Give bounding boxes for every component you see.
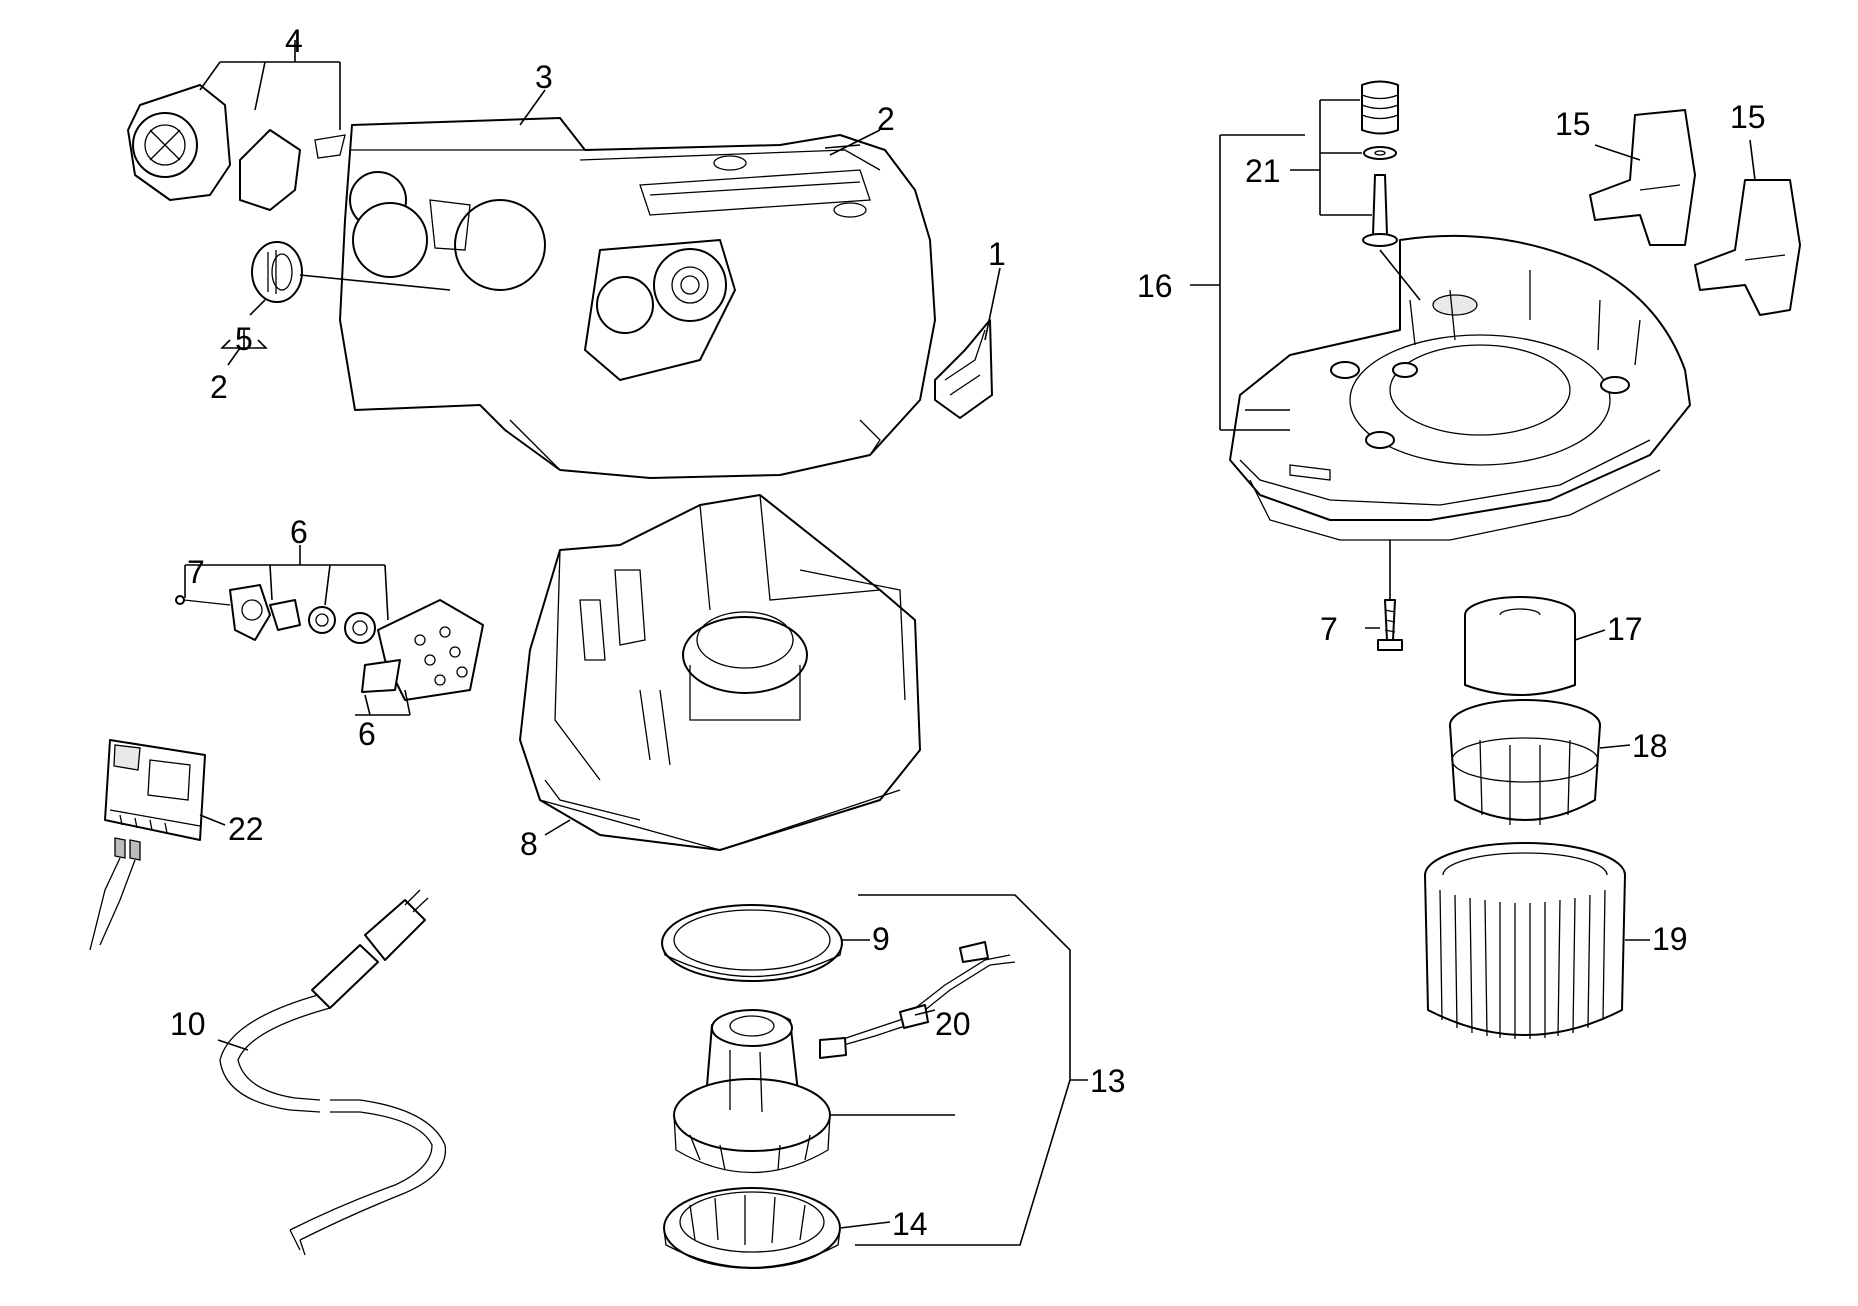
screw-part <box>1377 599 1403 651</box>
clip-part-left <box>1589 109 1696 246</box>
callout-21: 21 <box>1245 153 1281 189</box>
float-valve-part <box>1361 80 1399 247</box>
leader-lines <box>184 40 1756 1246</box>
callout-7-right: 7 <box>1320 611 1338 647</box>
callout-7-left: 7 <box>187 554 205 590</box>
foam-filter-part <box>1464 596 1576 696</box>
callout-8: 8 <box>520 826 538 862</box>
knob-part <box>251 241 303 303</box>
callout-4: 4 <box>285 23 303 59</box>
callout-6-top: 6 <box>290 514 308 550</box>
clip-part-right <box>1694 179 1801 316</box>
callout-14: 14 <box>892 1206 928 1242</box>
latch-part <box>934 319 993 419</box>
motor-part <box>673 1009 831 1174</box>
circuit-board-part <box>89 739 206 951</box>
callout-16: 16 <box>1137 268 1173 304</box>
callout-9: 9 <box>872 921 890 957</box>
callout-15-left: 15 <box>1555 106 1591 142</box>
callout-6-bottom: 6 <box>358 716 376 752</box>
callout-13: 13 <box>1090 1063 1126 1099</box>
callout-10: 10 <box>170 1006 206 1042</box>
top-housing-part <box>339 117 936 479</box>
switch-assembly-part <box>175 584 484 701</box>
cartridge-filter-part <box>1424 842 1626 1039</box>
callout-19: 19 <box>1652 921 1688 957</box>
blower-assembly-part <box>127 84 346 211</box>
callout-17: 17 <box>1607 611 1643 647</box>
callout-15-right: 15 <box>1730 99 1766 135</box>
callout-20: 20 <box>935 1006 971 1042</box>
callout-18: 18 <box>1632 728 1668 764</box>
wiring-harness-part <box>819 941 1016 1059</box>
callout-2-top: 2 <box>877 101 895 137</box>
callout-3: 3 <box>535 59 553 95</box>
filter-basket-part <box>1449 699 1601 825</box>
gasket-ring-part <box>661 904 843 982</box>
power-cord-part <box>219 889 447 1256</box>
base-tank-part <box>1229 234 1691 541</box>
callout-1: 1 <box>988 236 1006 272</box>
callout-2-left: 2 <box>210 369 228 405</box>
callout-22: 22 <box>228 811 264 847</box>
callout-5: 5 <box>235 321 253 357</box>
motor-housing-part <box>519 494 921 851</box>
motor-mount-ring-part <box>663 1187 841 1269</box>
callout-labels: 1 2 2 3 4 5 6 6 7 7 8 9 10 13 14 15 15 1… <box>170 23 1766 1242</box>
